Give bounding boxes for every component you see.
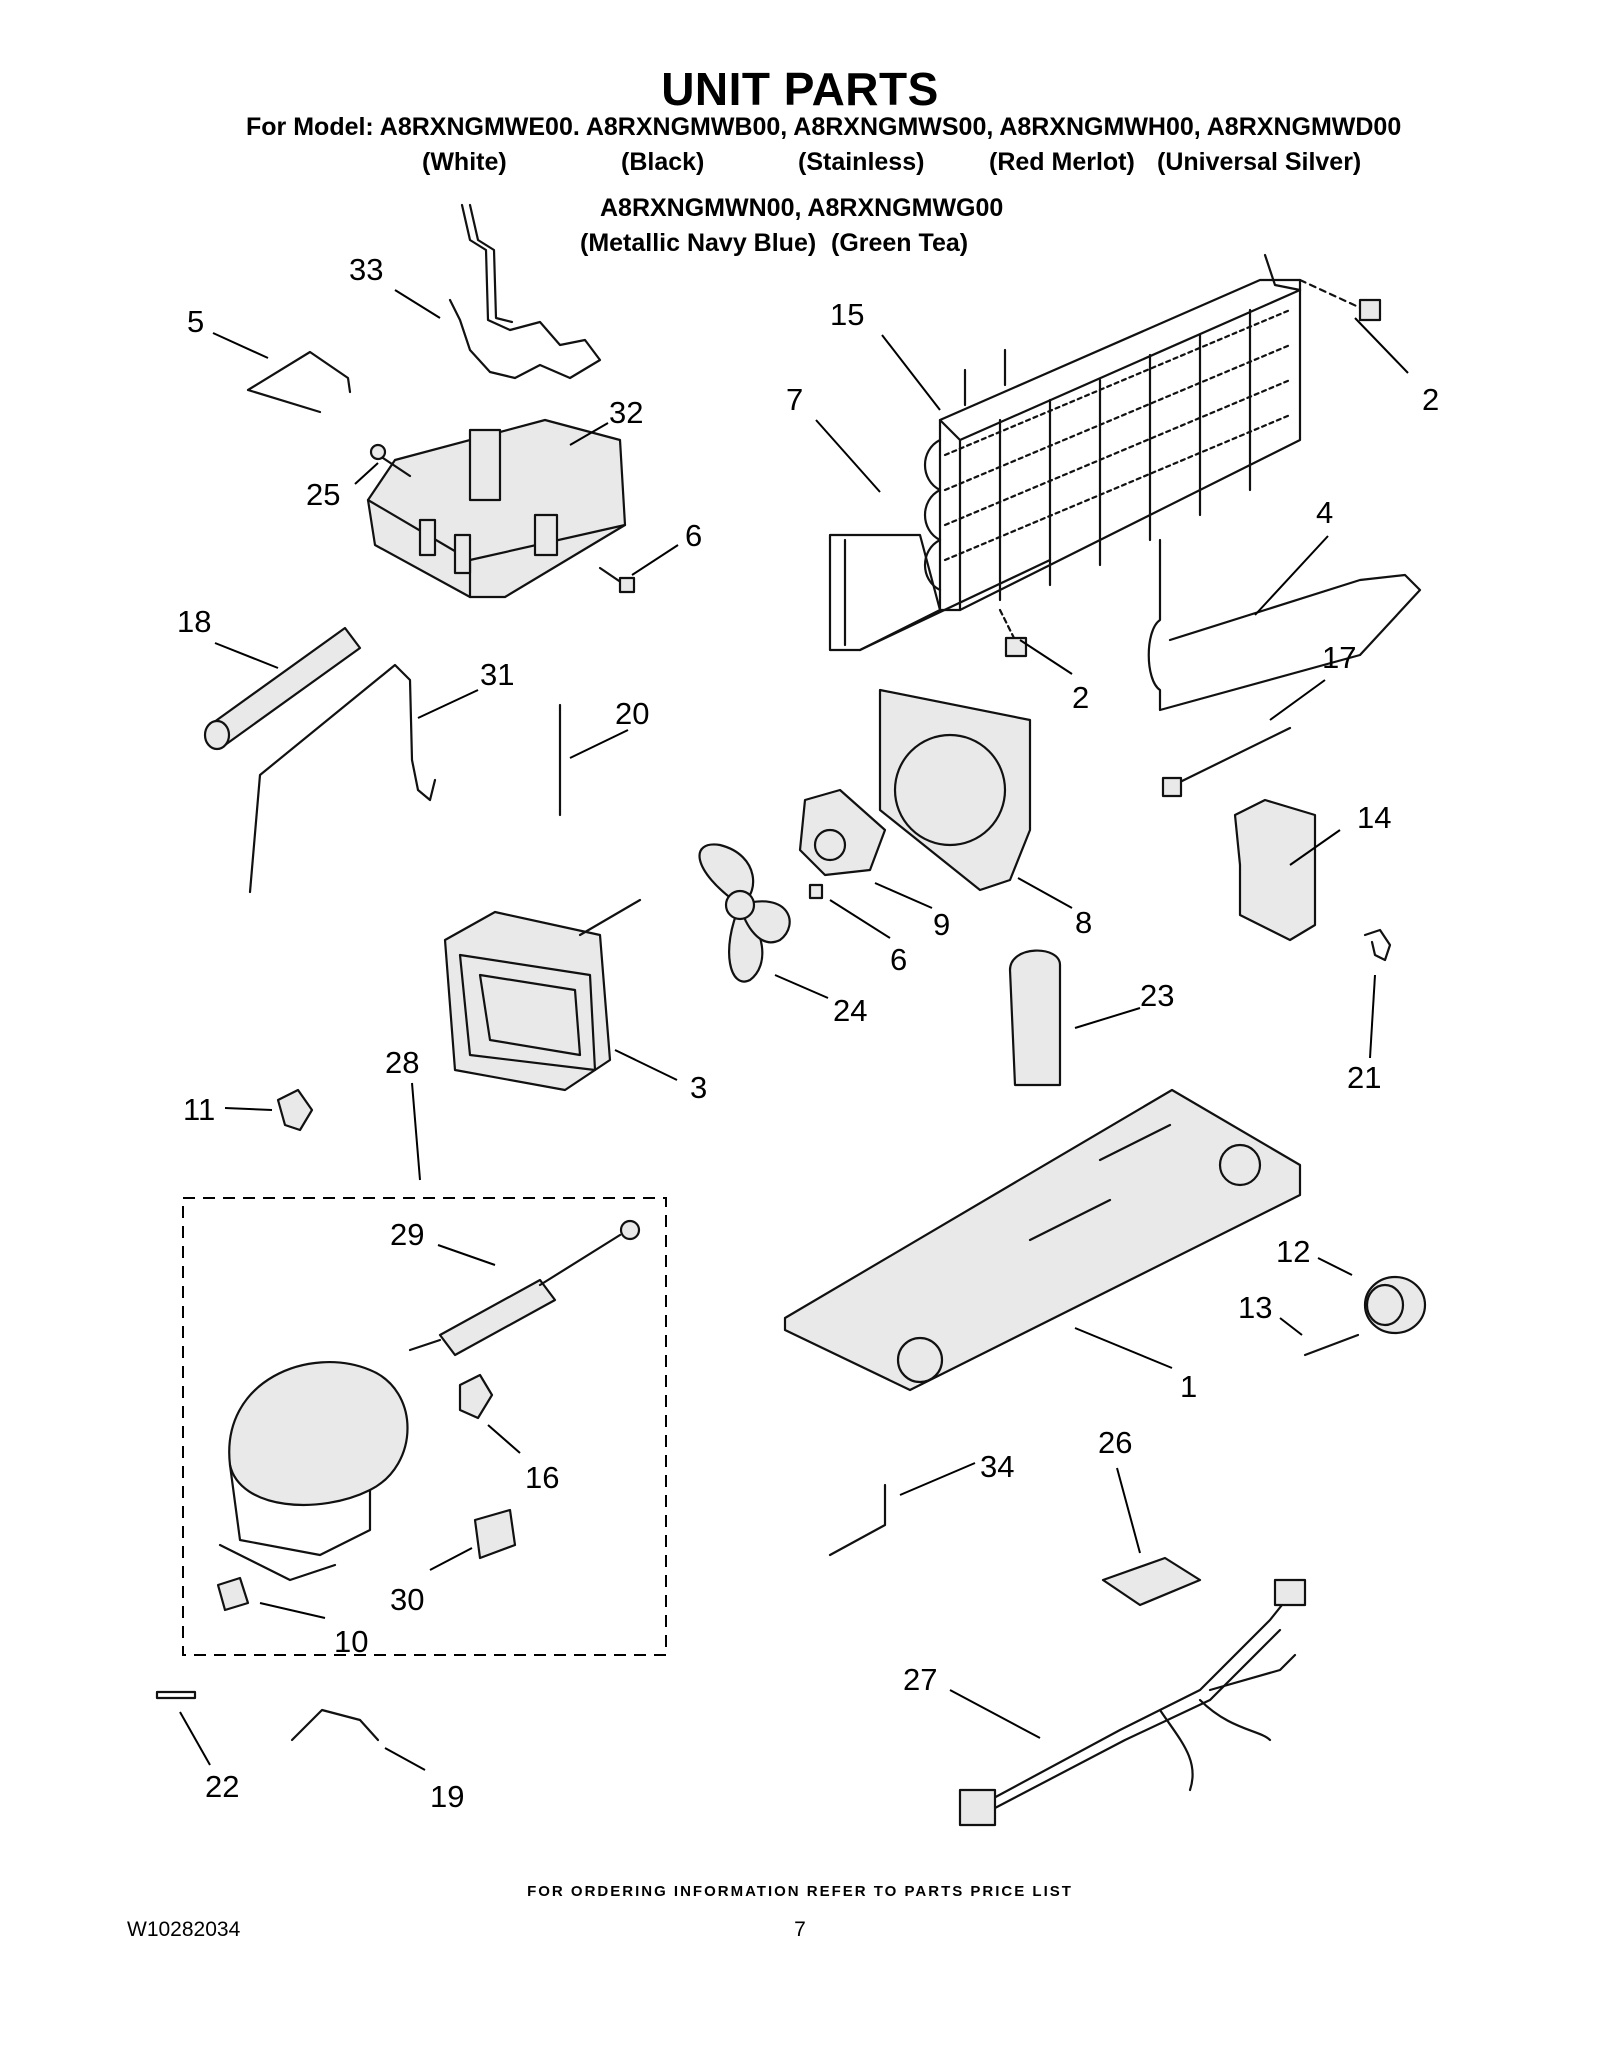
part-9-fan-motor: [798, 788, 887, 877]
part-7-evaporator-cover: [828, 533, 1052, 652]
color-stainless: (Stainless): [798, 148, 925, 176]
part-21-clip: [1363, 928, 1392, 962]
color-black: (Black): [621, 148, 705, 176]
color-red-merlot: (Red Merlot): [989, 148, 1135, 176]
callout-31: 31: [480, 657, 514, 692]
callout-4: 4: [1316, 495, 1333, 530]
callout-27: 27: [903, 1662, 937, 1697]
part-16-relay: [458, 1373, 494, 1420]
callout-7: 7: [786, 382, 803, 417]
part-34-tube: [828, 1483, 887, 1557]
callout-30: 30: [390, 1582, 424, 1617]
callout-1: 1: [1180, 1369, 1197, 1404]
part-18-insulation-tube: [203, 626, 362, 751]
callout-17: 17: [1322, 640, 1356, 675]
model-line-1: For Model: A8RXNGMWE00. A8RXNGMWB00, A8R…: [246, 113, 1402, 141]
part-31-tube: [248, 663, 437, 894]
part-17-cable-tie: [1161, 726, 1292, 798]
callout-24: 24: [833, 993, 867, 1028]
part-19-wire: [290, 1708, 380, 1742]
part-6-screw-2: [808, 883, 824, 900]
part-27-wire-harness: [958, 1578, 1307, 1827]
callout-5: 5: [187, 304, 204, 339]
callout-10: 10: [334, 1624, 368, 1659]
callout-25: 25: [306, 477, 340, 512]
part-24-fan-blade: [698, 843, 791, 983]
callout-29: 29: [390, 1217, 424, 1252]
color-universal-silver: (Universal Silver): [1157, 148, 1362, 176]
part-3-condenser: [443, 898, 642, 1092]
part-25-screw: [369, 443, 412, 478]
part-12-wheel: [1363, 1275, 1427, 1335]
callout-19: 19: [430, 1779, 464, 1814]
compressor: [218, 1361, 409, 1582]
callout-9: 9: [933, 907, 950, 942]
part-28-compressor-kit-box: [182, 1197, 667, 1656]
page-title: UNIT PARTS: [661, 63, 939, 115]
model-line-2: A8RXNGMWN00, A8RXNGMWG00: [600, 194, 1004, 222]
color-metallic-navy-blue: (Metallic Navy Blue): [580, 229, 817, 257]
part-10-grommet: [216, 1576, 250, 1612]
ordering-note: FOR ORDERING INFORMATION REFER TO PARTS …: [527, 1883, 1073, 1900]
part-6-screw: [598, 566, 636, 594]
callout-6a: 6: [685, 518, 702, 553]
callout-16: 16: [525, 1460, 559, 1495]
part-8-fan-shroud: [878, 688, 1032, 892]
leader-lines: [179, 289, 1409, 1771]
part-1-base-plate: [783, 1088, 1302, 1392]
callout-33: 33: [349, 252, 383, 287]
color-green-tea: (Green Tea): [831, 229, 969, 257]
callout-28: 28: [385, 1045, 419, 1080]
callout-12: 12: [1276, 1234, 1310, 1269]
page-number: 7: [794, 1918, 806, 1941]
callout-8: 8: [1075, 905, 1092, 940]
callout-11: 11: [183, 1092, 215, 1127]
callout-14: 14: [1357, 800, 1391, 835]
part-23-insulation-pad: [1008, 949, 1062, 1087]
callout-13: 13: [1238, 1290, 1272, 1325]
part-22-clip: [155, 1690, 197, 1700]
color-white: (White): [422, 148, 507, 176]
part-14-insulation-block: [1233, 798, 1317, 942]
callout-32: 32: [609, 395, 643, 430]
callout-18: 18: [177, 604, 211, 639]
part-13-pin: [1303, 1333, 1360, 1357]
document-number: W10282034: [127, 1918, 241, 1941]
part-30-overload: [473, 1508, 517, 1560]
callout-15: 15: [830, 297, 864, 332]
callout-34: 34: [980, 1449, 1014, 1484]
callout-20: 20: [615, 696, 649, 731]
part-32-control-box: [366, 418, 627, 599]
part-33-tubing: [448, 203, 602, 380]
callout-numbers: 33 5 32 25 6 15 7 2 4 2 18 31 20 17 14 9…: [177, 252, 1439, 1814]
part-2-screw: [998, 278, 1382, 658]
callout-21: 21: [1347, 1060, 1381, 1095]
callout-22: 22: [205, 1769, 239, 1804]
part-11-clip: [276, 1088, 314, 1132]
part-26-label: [1101, 1556, 1202, 1607]
callout-3: 3: [690, 1070, 707, 1105]
callout-23: 23: [1140, 978, 1174, 1013]
callout-6b: 6: [890, 942, 907, 977]
part-4-defrost-heater: [1147, 538, 1422, 712]
callout-26: 26: [1098, 1425, 1132, 1460]
part-5-clip: [246, 350, 352, 414]
part-15-evaporator-coil: [924, 253, 1302, 612]
callout-2a: 2: [1422, 382, 1439, 417]
callout-2b: 2: [1072, 680, 1089, 715]
part-29-drier: [408, 1219, 641, 1357]
